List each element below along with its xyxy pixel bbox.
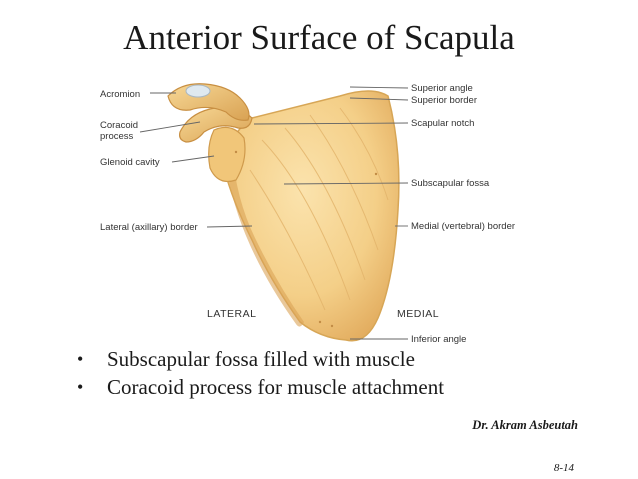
label-subscapular-fossa: Subscapular fossa [411,178,490,189]
label-glenoid-cavity: Glenoid cavity [100,157,160,168]
bullet-item: Coracoid process for muscle attachment [73,373,444,401]
label-coracoid-line1: Coracoid [100,120,138,131]
label-medial-border: Medial (vertebral) border [411,221,515,232]
label-lateral-border: Lateral (axillary) border [100,222,198,233]
label-inferior-angle: Inferior angle [411,334,466,345]
bone-dots [234,150,378,328]
label-lateral: LATERAL [207,308,256,320]
glenoid-cavity [208,126,246,183]
label-medial: MEDIAL [397,308,439,320]
label-superior-angle: Superior angle [411,83,473,94]
bullet-list: Subscapular fossa filled with muscle Cor… [73,345,444,401]
leader-lines [139,86,409,340]
bullet-item: Subscapular fossa filled with muscle [73,345,444,373]
acromion-facet [185,84,211,98]
page-number: 8-14 [553,462,574,474]
label-coracoid-line2: process [100,131,134,142]
scapula-body [223,90,400,342]
label-acromion: Acromion [100,89,140,100]
slide-title: Anterior Surface of Scapula [123,18,515,57]
author-credit: Dr. Akram Asbeutah [472,418,578,432]
label-superior-border: Superior border [411,95,477,106]
fossa-ridges [249,107,389,311]
label-scapular-notch: Scapular notch [411,118,474,129]
